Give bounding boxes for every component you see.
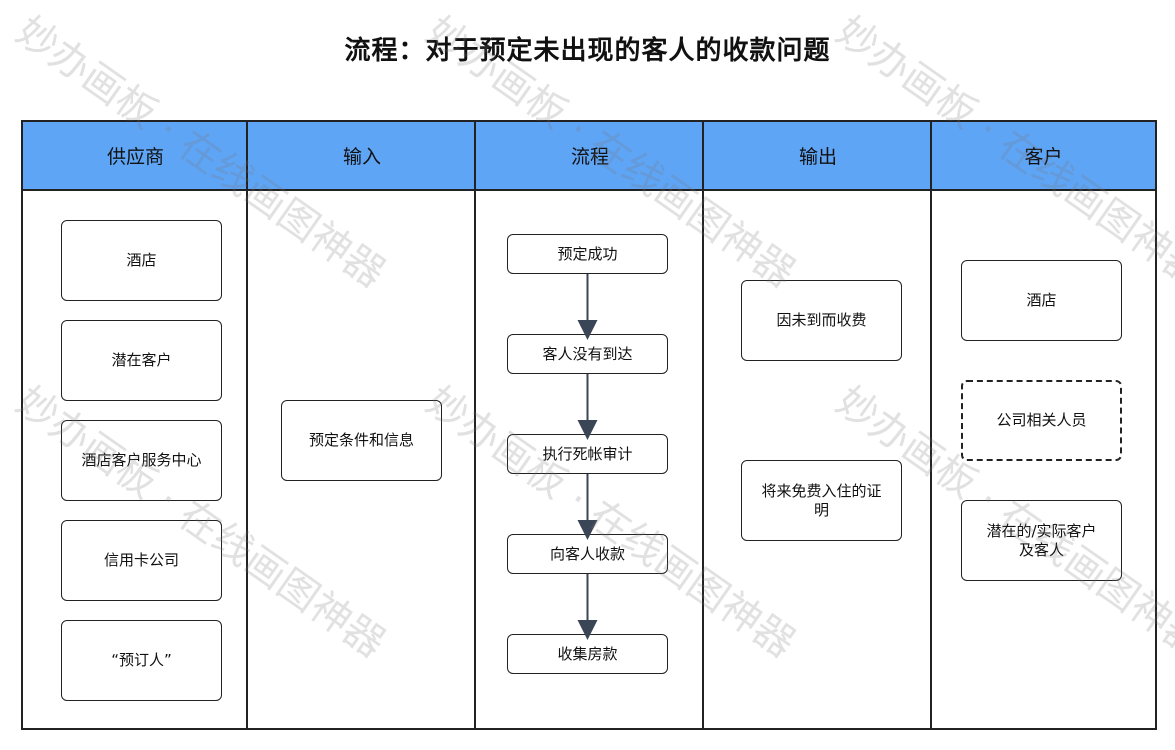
- swimlane-table: 供应商 输入 流程 输出 客户 酒店 潜在客户 酒店客户服务中心 信用卡公司 “…: [21, 120, 1157, 730]
- column-divider: [930, 122, 932, 728]
- process-step-dead-account-audit: 执行死帐审计: [507, 434, 668, 474]
- customer-box-company-staff: 公司相关人员: [961, 380, 1122, 461]
- column-divider: [246, 122, 248, 728]
- output-box-future-free-stay-proof: 将来免费入住的证明: [741, 460, 902, 541]
- process-step-collect-payment: 收集房款: [507, 634, 668, 674]
- process-arrows: [577, 274, 598, 640]
- customer-box-hotel: 酒店: [961, 260, 1122, 341]
- header-output: 输出: [704, 122, 932, 191]
- supplier-box-booker: “预订人”: [61, 620, 222, 701]
- supplier-box-credit-card-company: 信用卡公司: [61, 520, 222, 601]
- header-customer: 客户: [932, 122, 1155, 191]
- customer-box-potential-actual-guests: 潜在的/实际客户及客人: [961, 500, 1122, 581]
- supplier-box-potential-customer: 潜在客户: [61, 320, 222, 401]
- process-step-guest-no-show: 客人没有到达: [507, 334, 668, 374]
- page-title: 流程：对于预定未出现的客人的收款问题: [344, 36, 831, 66]
- input-box-booking-conditions: 预定条件和信息: [281, 400, 442, 481]
- column-divider: [474, 122, 476, 728]
- header-input: 输入: [248, 122, 476, 191]
- output-box-no-show-charge: 因未到而收费: [741, 280, 902, 361]
- supplier-box-service-center: 酒店客户服务中心: [61, 420, 222, 501]
- process-step-booking-success: 预定成功: [507, 234, 668, 274]
- header-supplier: 供应商: [23, 122, 248, 191]
- supplier-box-hotel: 酒店: [61, 220, 222, 301]
- column-divider: [702, 122, 704, 728]
- header-process: 流程: [476, 122, 704, 191]
